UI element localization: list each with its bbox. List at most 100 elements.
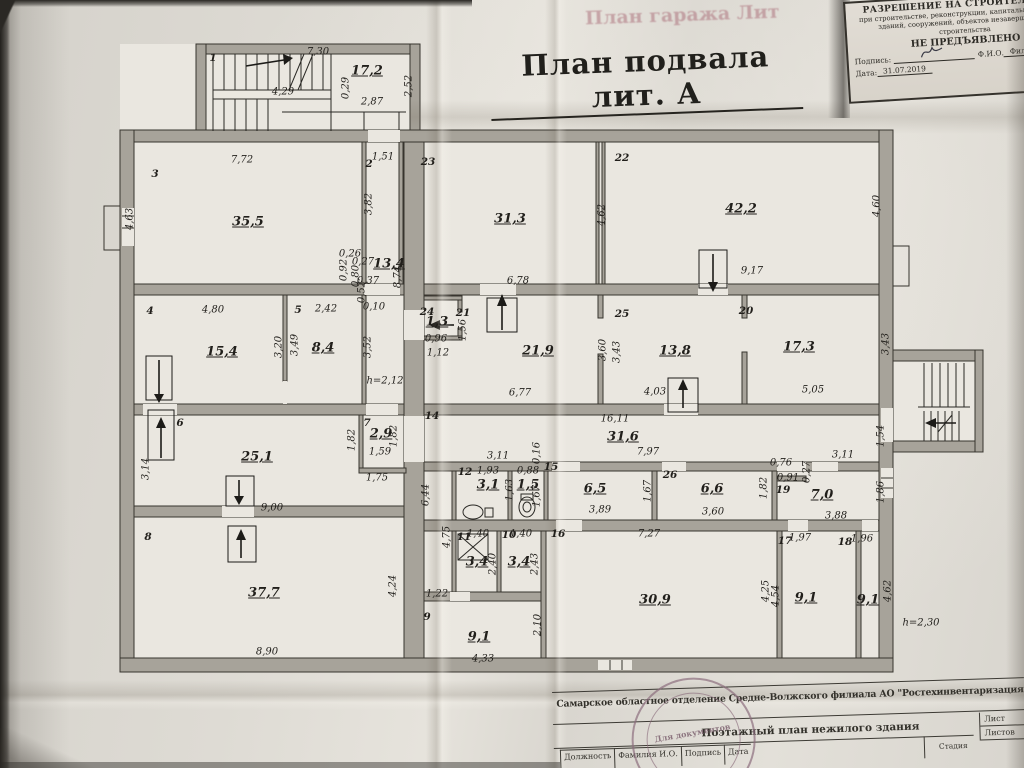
dimension-label: 16,11 [600,413,630,425]
dimension-label: 3,60 [701,506,725,518]
permit-stamp: РАЗРЕШЕНИЕ НА СТРОИТЕЛЬСТВО при строител… [843,0,1024,104]
room-number: 8 [144,531,152,543]
dimension-label: 0,91 [776,472,800,484]
room-area-label: 7,0 [810,487,834,503]
dimension-label: 3,11 [486,450,510,462]
page-edge [0,0,26,48]
dimension-label: 1,75 [365,472,389,484]
dimension-label: 6,44 [420,483,432,507]
dimension-label: 4,33 [471,653,495,665]
dimension-label: 9,00 [260,502,284,514]
dimension-label: h=2,12 [366,375,404,387]
room-number: 24 [419,306,435,318]
page-edge [1006,0,1024,768]
dimension-label: 4,62 [882,579,894,603]
room-number: 2 [365,158,373,170]
room-area-label: 9,1 [794,590,818,606]
dimension-label: 1,22 [425,588,449,600]
window-ticks [122,215,893,670]
page-edge [0,762,560,768]
room-number: 9 [423,611,431,623]
room-area-label: 30,9 [639,592,671,608]
dimension-label: 1,67 [642,479,654,503]
room-area-label: 17,2 [351,63,383,79]
room-area-label: 9,1 [467,629,491,645]
dimension-label: 4,24 [387,574,399,598]
dimension-label: 3,88 [824,510,848,522]
dimension-label: 8,90 [255,646,279,658]
room-area-label: 3,4 [507,554,531,570]
page-edge [0,0,10,768]
building-floor [120,44,983,672]
dimension-label: 3,11 [831,449,855,461]
dimension-label: 1,82 [346,428,358,452]
dimension-label: 2,42 [314,303,338,315]
dimension-label: 0,16 [531,441,543,465]
room-area-label: 35,5 [232,214,264,230]
room-area-label: 1,5 [516,477,540,493]
dimension-label: 4,29 [271,86,295,98]
dimension-label: 1,97 [788,532,812,544]
dimension-label: 1,40 [466,528,490,540]
dimension-label: 6,77 [508,387,532,399]
room-number: 19 [775,484,791,496]
room-number: 5 [294,304,302,316]
dimension-label: 1,82 [388,424,400,448]
dimension-label: 1,59 [368,446,392,458]
room-number: 7 [363,417,371,429]
dimension-label: 3,20 [273,335,285,359]
dimension-label: 3,52 [362,335,374,359]
permit-fio-label: Ф.И.О. [977,48,1005,60]
divider [553,709,1024,725]
room-area-label: 21,9 [522,343,554,359]
dimension-label: 1,93 [476,465,500,477]
room-number: 22 [614,152,630,164]
room-number: 1 [209,52,217,64]
dimension-label: 0,76 [769,457,793,469]
room-area-label: 2,9 [369,426,393,442]
door-arrows-group [145,54,956,563]
room-area-label: 25,1 [241,449,273,465]
dimension-label: 6,78 [506,275,530,287]
room-number: 12 [457,466,473,478]
dimension-label: 3,89 [588,504,612,516]
room-number: 25 [614,308,630,320]
dimension-label: 1,63 [504,478,516,502]
room-area-label: 3,4 [465,554,489,570]
room-area-label: 3,1 [476,477,500,493]
room-number: 15 [543,461,559,473]
room-area-label: 17,3 [783,339,815,355]
dimension-label: 7,72 [230,154,254,166]
dimension-label: 0,27 [801,460,813,484]
room-number: 17 [777,535,793,547]
dimension-label: 0,26 [338,248,362,260]
dimension-label: 4,62 [596,203,608,227]
room-number: 6 [176,417,184,429]
dimension-label: 9,17 [740,265,764,277]
room-area-label: 9,1 [856,592,880,608]
permit-sign-label: Подпись: [854,55,892,67]
room-number: 3 [151,168,159,180]
dimension-label: 3,49 [289,333,301,357]
signature-icon [920,46,943,58]
room-area-label: 13,4 [373,256,405,272]
room-area-label: 6,6 [700,481,724,497]
dimension-label: 3,43 [880,332,892,356]
dimension-label: 2,52 [403,74,415,98]
dimension-label: 2,43 [529,552,541,576]
title-block: Самарское областное отделение Средне-Вол… [552,667,1024,768]
dimension-label: 2,87 [360,96,384,108]
dimension-label: 1,82 [758,476,770,500]
room-number: 11 [456,531,472,543]
room-number: 18 [837,536,853,548]
stage-label: Стадия [938,740,968,751]
dimension-label: 7,97 [636,446,660,458]
dimension-label: 7,30 [306,46,330,58]
dimension-label: 3,60 [597,338,609,362]
dimension-label: 5,05 [801,384,825,396]
room-number: 26 [662,469,678,481]
dimension-label: 0,88 [516,465,540,477]
room-area-label: 31,3 [494,211,526,227]
permit-date-label: Дата: [855,68,878,79]
